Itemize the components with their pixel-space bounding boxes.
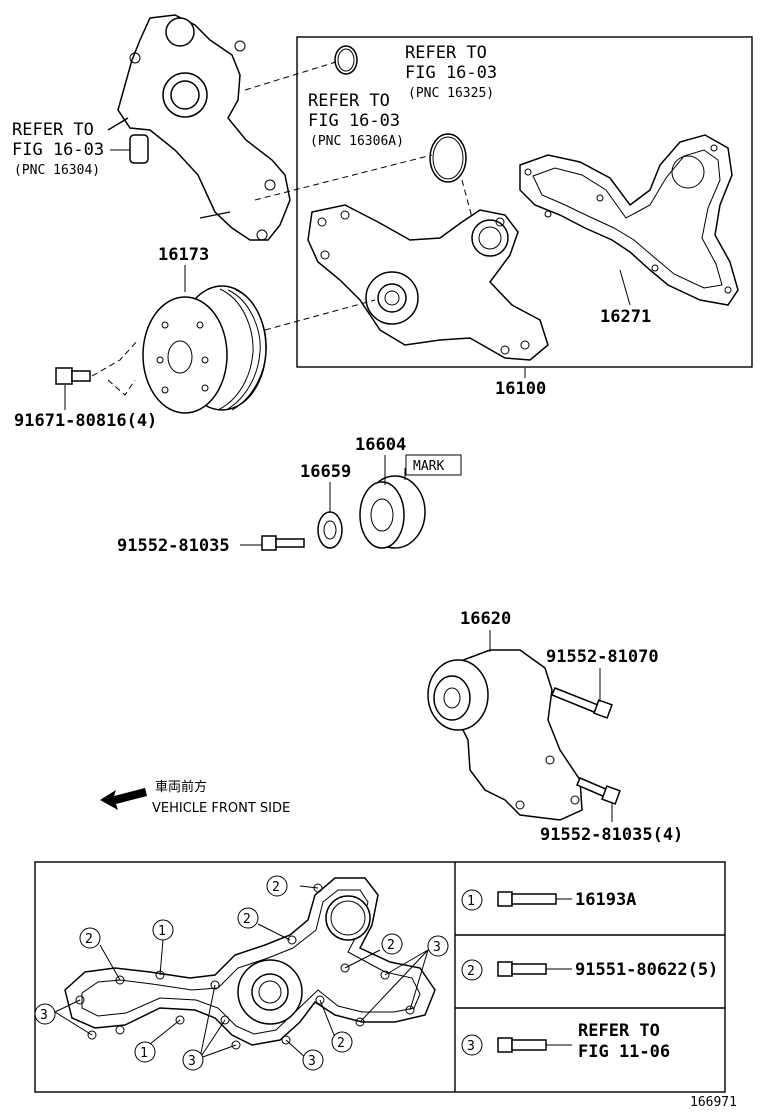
bottom-pump-outline	[64, 877, 436, 1050]
svg-text:REFER TO: REFER TO	[578, 1021, 660, 1041]
svg-text:16193A: 16193A	[575, 890, 636, 910]
water-pump-body	[307, 204, 549, 361]
water-pump-gasket	[519, 134, 739, 306]
part-16659: 16659	[300, 462, 351, 482]
vehicle-front-jp: 車両前方	[155, 779, 207, 795]
part-16100: 16100	[495, 379, 546, 399]
ref-16325-line1: REFER TO	[405, 43, 487, 63]
callout-3-c: 3	[182, 1049, 204, 1071]
ref-16304-line2: FIG 16-03	[12, 140, 104, 160]
svg-text:3: 3	[308, 1054, 316, 1069]
callout-1-a: 1	[152, 919, 174, 941]
callout-2-d: 2	[381, 933, 403, 955]
ref-16306a-line1: REFER TO	[308, 91, 390, 111]
part-16271: 16271	[600, 307, 651, 327]
callout-1-b: 1	[134, 1041, 156, 1063]
svg-text:1: 1	[158, 924, 166, 939]
water-pump-pulley	[142, 285, 267, 414]
idler-spacer	[317, 511, 343, 549]
o-ring-upper	[334, 45, 358, 75]
svg-text:FIG 11-06: FIG 11-06	[578, 1042, 670, 1062]
tensioner-bolt-short	[576, 777, 621, 805]
bolt-location-box	[34, 861, 726, 1093]
legend-bolt-icons	[497, 891, 557, 1053]
legend-row-3: 3 REFER TO FIG 11-06	[461, 1021, 670, 1062]
ref-16306a-line2: FIG 16-03	[308, 111, 400, 131]
part-16604: 16604	[355, 435, 406, 455]
svg-text:2: 2	[243, 912, 251, 927]
ref-16325-line2: FIG 16-03	[405, 63, 497, 83]
svg-text:2: 2	[467, 964, 475, 979]
ref-16306a-line3: (PNC 16306A)	[310, 134, 404, 149]
callout-2-a: 2	[266, 875, 288, 897]
svg-text:1: 1	[140, 1046, 148, 1061]
belt-tensioner	[427, 649, 583, 821]
svg-text:3: 3	[467, 1039, 475, 1054]
part-91552-81070: 91552-81070	[546, 647, 659, 667]
callout-2-c: 2	[79, 927, 101, 949]
ref-16325-line3: (PNC 16325)	[408, 86, 494, 101]
callout-3-a: 3	[427, 935, 449, 957]
svg-text:91551-80622(5): 91551-80622(5)	[575, 960, 718, 980]
legend-row-2: 2 91551-80622(5)	[461, 959, 718, 981]
vehicle-front-arrow-icon	[100, 788, 147, 810]
part-91671-80816: 91671-80816(4)	[14, 411, 157, 431]
part-16173: 16173	[158, 245, 209, 265]
svg-text:3: 3	[40, 1008, 48, 1023]
part-16620: 16620	[460, 609, 511, 629]
pulley-bolt	[55, 367, 91, 385]
svg-text:3: 3	[188, 1054, 196, 1069]
callout-3-d: 3	[302, 1049, 324, 1071]
o-ring-lower	[429, 133, 467, 183]
svg-text:3: 3	[433, 940, 441, 955]
water-inlet-housing	[107, 14, 291, 241]
svg-text:2: 2	[85, 932, 93, 947]
part-91552-81035: 91552-81035	[117, 536, 230, 556]
idler-bolt	[261, 535, 305, 551]
callout-2-e: 2	[331, 1031, 353, 1053]
mark-box	[405, 454, 462, 476]
vehicle-front-en: VEHICLE FRONT SIDE	[152, 801, 290, 816]
svg-text:1: 1	[467, 894, 475, 909]
figure-number: 166971	[690, 1095, 737, 1110]
idler-pulley	[359, 475, 426, 549]
tensioner-bolt-long	[551, 687, 613, 719]
water-pump-group-box	[296, 36, 753, 368]
svg-text:2: 2	[337, 1036, 345, 1051]
ref-16304-line1: REFER TO	[12, 120, 94, 140]
callout-3-b: 3	[34, 1003, 56, 1025]
part-91552-81035-4: 91552-81035(4)	[540, 825, 683, 845]
svg-text:2: 2	[272, 880, 280, 895]
callout-2-b: 2	[237, 907, 259, 929]
mark-label: MARK	[413, 459, 444, 474]
svg-text:2: 2	[387, 938, 395, 953]
ref-16304-line3: (PNC 16304)	[14, 163, 100, 178]
legend-row-1: 1 16193A	[461, 889, 636, 911]
